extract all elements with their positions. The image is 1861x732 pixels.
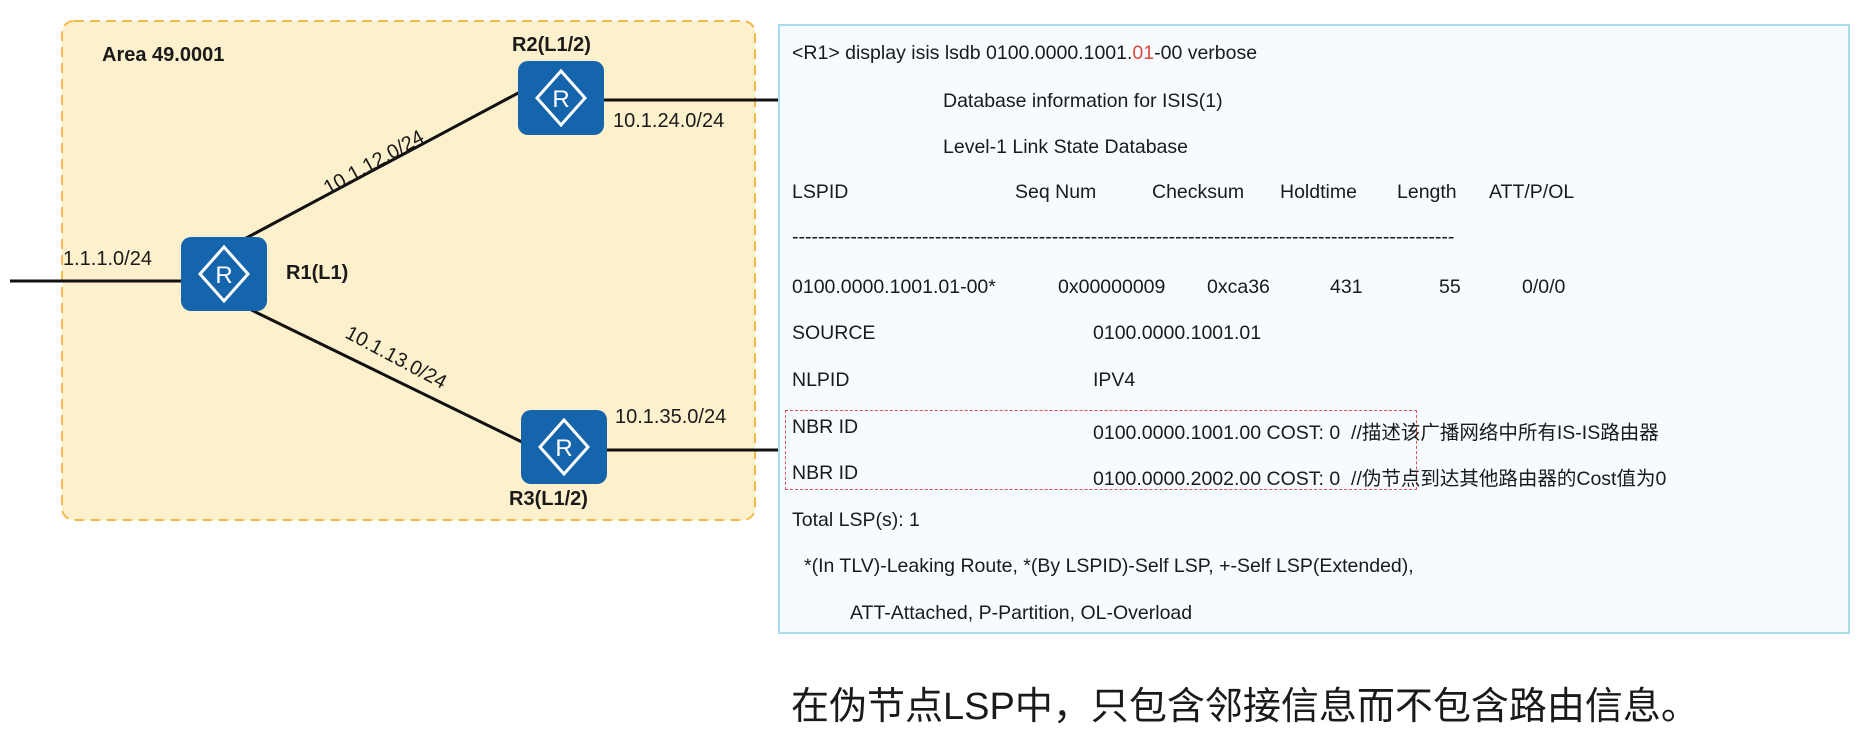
- router-icon: R: [521, 410, 607, 484]
- source-value: 0100.0000.1001.01: [1093, 322, 1262, 344]
- col-header: LSPID: [792, 181, 849, 203]
- nbr-label: NBR ID: [792, 462, 859, 484]
- cell: 55: [1439, 276, 1461, 298]
- col-header: Seq Num: [1015, 181, 1097, 203]
- cli-title: Database information for ISIS(1): [943, 90, 1223, 112]
- cli-output-panel: <R1> display isis lsdb 0100.0000.1001.01…: [778, 24, 1850, 634]
- router-icon: R: [181, 237, 267, 311]
- svg-text:R: R: [215, 262, 232, 289]
- link-label: 10.1.24.0/24: [613, 110, 725, 132]
- legend-line: ATT-Attached, P-Partition, OL-Overload: [850, 602, 1193, 624]
- col-header: Holdtime: [1280, 181, 1357, 203]
- nlpid-label: NLPID: [792, 369, 850, 391]
- col-header: Checksum: [1152, 181, 1245, 203]
- svg-text:R: R: [552, 86, 569, 113]
- cell: 0xca36: [1207, 276, 1270, 298]
- caption: 在伪节点LSP中，只包含邻接信息而不包含路由信息。: [791, 686, 1699, 728]
- router-label-r3: R3(L1/2): [509, 488, 588, 510]
- source-label: SOURCE: [792, 322, 876, 344]
- nbr-label: NBR ID: [792, 416, 859, 438]
- topology-diagram: R R R: [10, 20, 778, 521]
- total-lsp: Total LSP(s): 1: [792, 509, 920, 531]
- nlpid-value: IPV4: [1093, 369, 1136, 391]
- cell: 431: [1330, 276, 1363, 298]
- router-label-r1: R1(L1): [286, 262, 349, 284]
- router-label-r2: R2(L1/2): [512, 34, 591, 56]
- area-box: [61, 20, 756, 521]
- link-label: 1.1.1.0/24: [63, 248, 152, 270]
- cell: 0/0/0: [1522, 276, 1566, 298]
- link-label: 10.1.35.0/24: [615, 406, 727, 428]
- router-icon: R: [518, 61, 604, 135]
- link-r1-r2: [234, 90, 521, 246]
- separator: ----------------------------------------…: [792, 226, 1455, 248]
- highlight-box: [785, 410, 1417, 490]
- cli-subtitle: Level-1 Link State Database: [943, 136, 1188, 158]
- legend-line: *(In TLV)-Leaking Route, *(By LSPID)-Sel…: [804, 555, 1414, 577]
- cell: 0x00000009: [1058, 276, 1166, 298]
- svg-text:R: R: [555, 435, 572, 462]
- nbr-value: 0100.0000.1001.00 COST: 0 //描述该广播网络中所有IS…: [1093, 422, 1659, 444]
- cell: 0100.0000.1001.01-00*: [792, 276, 996, 298]
- nbr-value: 0100.0000.2002.00 COST: 0 //伪节点到达其他路由器的C…: [1093, 468, 1667, 490]
- nbr-comment: //伪节点到达其他路由器的Cost值为0: [1351, 468, 1667, 490]
- col-header: ATT/P/OL: [1489, 181, 1575, 203]
- area-label: Area 49.0001: [102, 44, 225, 66]
- link-r1-r3: [234, 300, 525, 445]
- nbr-comment: //描述该广播网络中所有IS-IS路由器: [1351, 422, 1659, 444]
- col-header: Length: [1397, 181, 1457, 203]
- cli-command: <R1> display isis lsdb 0100.0000.1001.01…: [792, 42, 1258, 64]
